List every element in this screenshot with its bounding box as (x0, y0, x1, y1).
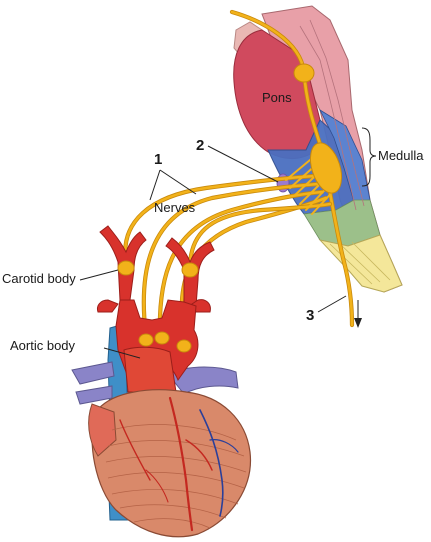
pons-label: Pons (262, 90, 292, 105)
callout-2: 2 (196, 137, 204, 154)
medullary-respiratory-center (309, 142, 343, 194)
spinal-cord-lines (329, 241, 391, 285)
subclavian-branches (97, 299, 211, 313)
aortic-body-1 (138, 333, 154, 347)
leader-3 (317, 295, 347, 313)
brainstem (233, 5, 403, 293)
afferent-nerve-bundle (123, 173, 333, 341)
leader-1a (159, 169, 197, 195)
heart-and-vessels (71, 225, 252, 538)
aortic-body-2 (154, 331, 170, 345)
right-carotid-body (181, 262, 199, 278)
heart-striations (105, 424, 247, 529)
ascending-aorta (123, 346, 177, 393)
heart (91, 389, 252, 538)
leader-aortic (103, 347, 141, 359)
pontine-respiratory-center (293, 63, 315, 83)
coronary-vessels (119, 396, 239, 532)
aortic-body-3 (176, 339, 192, 353)
medulla-bracket (361, 127, 377, 187)
left-carotid-body (117, 260, 135, 276)
pulmonary-veins-left (71, 361, 115, 405)
descending-arrow-icon (354, 318, 362, 328)
leader-carotid (79, 269, 119, 281)
callout-3: 3 (306, 307, 314, 324)
right-auricle (88, 403, 117, 457)
brainstem-surface-lines (299, 19, 365, 211)
carotid-body-label: Carotid body (2, 271, 76, 286)
leader-lines (79, 127, 377, 359)
medulla-label: Medulla (378, 148, 424, 163)
leader-2 (207, 145, 279, 183)
nerves-label: Nerves (154, 200, 196, 215)
callout-1: 1 (154, 151, 162, 168)
pulmonary-artery (167, 366, 239, 395)
aortic-body-label: Aortic body (10, 338, 76, 353)
leader-1b (149, 169, 161, 201)
